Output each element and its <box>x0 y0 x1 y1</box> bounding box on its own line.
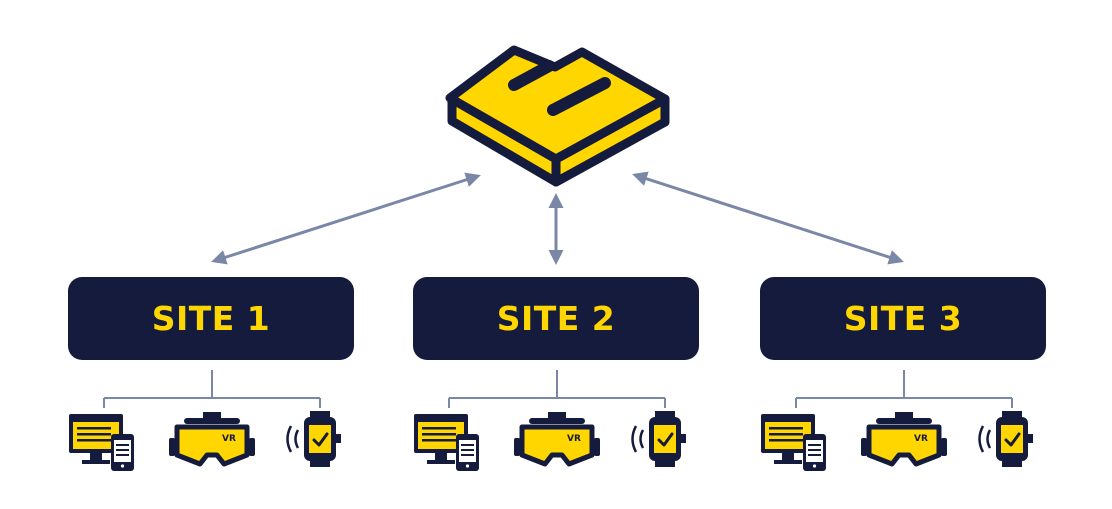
smartwatch-icon <box>978 411 1033 467</box>
arrow-hub-site-3 <box>632 171 904 265</box>
desktop-mobile-icon <box>761 414 826 471</box>
site-1-device-connector <box>103 370 321 408</box>
logo-slot-lower <box>547 77 611 116</box>
desktop-mobile-icon <box>69 414 134 471</box>
hub-connectors <box>211 171 904 265</box>
site-2-device-tree: VR <box>414 370 686 471</box>
site-3-box: SITE 3 <box>760 277 1046 360</box>
site-1-label: SITE 1 <box>151 299 271 338</box>
smartwatch-icon <box>631 411 686 467</box>
logo-slot-upper <box>508 60 555 91</box>
arrow-hub-site-1 <box>211 172 481 265</box>
site-2-label: SITE 2 <box>496 299 616 338</box>
site-2-device-connector <box>448 370 666 408</box>
desktop-mobile-icon <box>414 414 479 471</box>
vr-headset-icon: VR <box>169 412 255 467</box>
site-1-device-tree: VR <box>69 370 341 471</box>
site-3-device-connector <box>795 370 1013 408</box>
vr-headset-icon: VR <box>514 412 600 467</box>
site-2-box: SITE 2 <box>413 277 699 360</box>
svg-text:VR: VR <box>567 434 581 444</box>
site-3-device-tree: VR <box>761 370 1033 471</box>
site-3-label: SITE 3 <box>843 299 963 338</box>
site-1-box: SITE 1 <box>68 277 354 360</box>
svg-text:VR: VR <box>222 434 236 444</box>
vr-headset-icon: VR <box>861 412 947 467</box>
device-trees: VR VR VR <box>69 370 1033 471</box>
platform-logo-icon <box>445 45 670 187</box>
svg-text:VR: VR <box>914 434 928 444</box>
smartwatch-icon <box>286 411 341 467</box>
